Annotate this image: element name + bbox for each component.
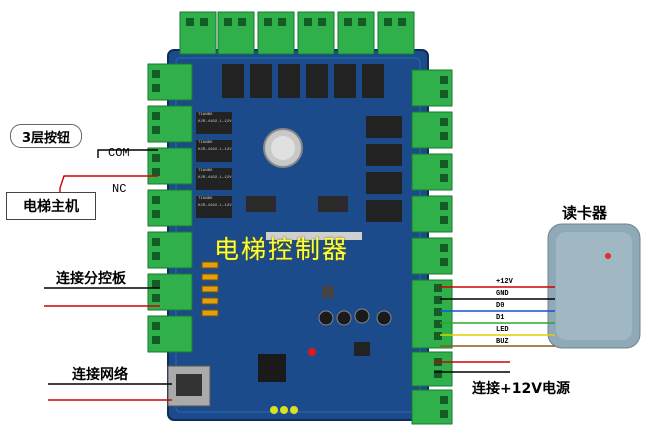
relay-mark-6: HJR-4102-L-12V bbox=[198, 176, 232, 180]
relay-mark-7: TIANBO bbox=[198, 197, 213, 201]
led-green-3 bbox=[290, 406, 298, 414]
pin-header bbox=[266, 232, 362, 240]
fuses bbox=[201, 261, 219, 317]
left-terminal-blocks bbox=[147, 63, 193, 353]
relays-top bbox=[222, 64, 384, 98]
pin-d0: D0 bbox=[496, 302, 505, 310]
pin-d1: D1 bbox=[496, 314, 505, 322]
capacitors bbox=[318, 308, 392, 326]
push-button bbox=[322, 286, 334, 298]
relay-mark-2: HJR-4102-L-12V bbox=[198, 120, 232, 124]
branch-board-label: 连接分控板 bbox=[56, 271, 126, 287]
right-terminal-blocks bbox=[411, 69, 453, 425]
pin-12v: +12V bbox=[496, 278, 513, 286]
button-panel-label: 3层按钮 bbox=[10, 124, 82, 148]
relays-right bbox=[366, 116, 402, 222]
power-label: 连接+12V电源 bbox=[472, 381, 571, 397]
pin-gnd: GND bbox=[496, 290, 509, 298]
regulator bbox=[354, 342, 370, 356]
led-red bbox=[308, 348, 316, 356]
overlay-title: 电梯控制器 bbox=[214, 235, 350, 264]
relay-mark-1: TIANBO bbox=[198, 113, 213, 117]
elevator-host-label: 电梯主机 bbox=[6, 192, 96, 220]
relays-left bbox=[196, 112, 232, 218]
pin-buz: BUZ bbox=[496, 338, 509, 346]
relay-mark-5: TIANBO bbox=[198, 169, 213, 173]
relay-mark-3: TIANBO bbox=[198, 141, 213, 145]
com-label: COM bbox=[108, 146, 130, 160]
ic-chip-left bbox=[246, 196, 276, 212]
nc-label: NC bbox=[112, 182, 127, 196]
led-green-2 bbox=[280, 406, 288, 414]
wires bbox=[44, 149, 555, 401]
pin-led: LED bbox=[496, 326, 509, 334]
top-terminal-blocks bbox=[179, 11, 415, 55]
led-green-1 bbox=[270, 406, 278, 414]
reader-led bbox=[605, 253, 611, 259]
network-label: 连接网络 bbox=[72, 367, 128, 383]
ic-chip-right bbox=[318, 196, 348, 212]
relay-mark-4: HJR-4102-L-12V bbox=[198, 148, 232, 152]
relay-mark-8: HJR-4102-L-12V bbox=[198, 204, 232, 208]
mcu-chip bbox=[258, 354, 286, 382]
card-reader-label: 读卡器 bbox=[562, 204, 608, 222]
